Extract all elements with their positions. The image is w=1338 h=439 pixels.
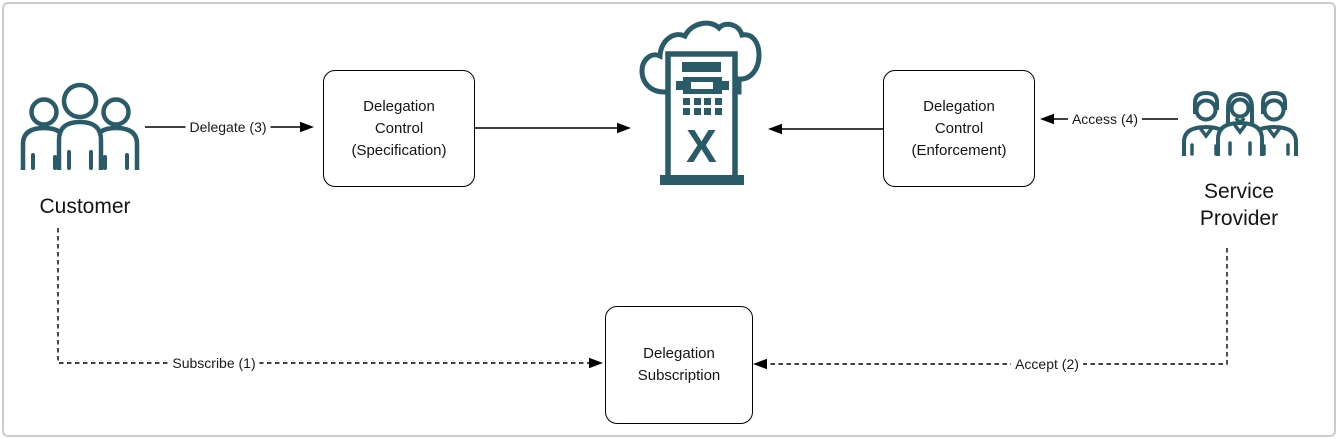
server-base <box>660 175 744 185</box>
provider-group-icon <box>1182 90 1298 156</box>
arrowhead-subscribe <box>589 357 603 369</box>
customer-label: Customer <box>39 195 131 218</box>
box-line: Control <box>934 119 984 137</box>
delegate-connector-label: Delegate (3) <box>185 119 271 135</box>
arrowhead-spec-to-cloud <box>617 122 631 134</box>
delegation-control-enforcement-box: Delegation Control (Enforcement) <box>883 70 1035 187</box>
box-line: Subscription <box>637 367 721 384</box>
delegation-control-specification-box: Delegation Control (Specification) <box>323 70 475 187</box>
service-provider-label: Service Provider <box>1200 178 1278 232</box>
arrowhead-accept <box>753 358 767 370</box>
subscribe-connector-label: Subscribe (1) <box>168 355 260 371</box>
service-provider-label-line: Service <box>1203 180 1275 203</box>
connector-spec-to-cloud <box>473 122 631 134</box>
box-line: (Specification) <box>351 141 447 159</box>
arrowhead-delegate <box>300 121 314 133</box>
box-line: Delegation <box>643 345 715 362</box>
connector-enforcement-to-cloud <box>768 123 883 135</box>
accept-connector-label: Accept (2) <box>1011 356 1083 372</box>
box-line: Delegation <box>923 97 995 115</box>
collar-v-necks <box>1198 122 1282 139</box>
server-x-glyph: X <box>686 120 717 172</box>
figure-arm-ticks <box>31 150 129 170</box>
delegation-subscription-box: Delegation Subscription <box>605 306 753 424</box>
chin-line <box>1234 117 1246 124</box>
server-drive-tray <box>676 77 729 94</box>
box-line: (Enforcement) <box>911 141 1007 159</box>
service-provider-label-line: Provider <box>1199 207 1279 230</box>
connector-accept <box>753 248 1228 370</box>
figure-arm-ticks <box>1190 141 1290 156</box>
access-connector-label: Access (4) <box>1067 111 1143 127</box>
box-line: Control <box>374 119 424 137</box>
connector-subscribe <box>57 228 603 369</box>
server-vent-grid <box>683 98 722 115</box>
box-line: Delegation <box>363 97 435 115</box>
arrowhead-access <box>1040 113 1054 125</box>
arrowhead-enforcement-to-cloud <box>768 123 782 135</box>
customer-group-icon <box>20 82 140 170</box>
cloud-server-icon: X <box>639 20 762 185</box>
